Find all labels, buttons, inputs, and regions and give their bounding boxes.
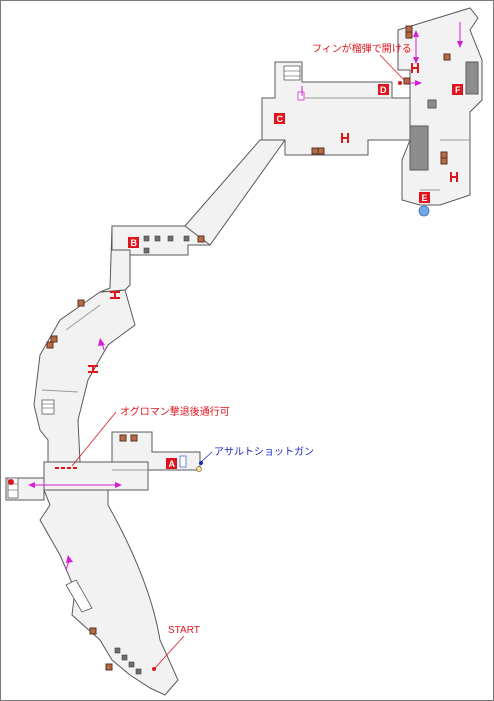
svg-text:F: F: [455, 85, 461, 95]
blue-circle-icon: [418, 205, 430, 217]
leader-line: [71, 411, 117, 467]
shutter-icon: [110, 291, 120, 299]
ladder-icon: [283, 65, 301, 81]
crate-icon: [405, 25, 413, 33]
crate-icon: [405, 31, 413, 39]
room-markers: A B C D E F: [128, 84, 463, 469]
shutter-icon: [450, 172, 458, 182]
shutter-icon: [341, 133, 349, 143]
item-dot-icon: [199, 461, 203, 465]
object-icon: [121, 654, 128, 661]
object-icon: [154, 235, 161, 242]
crate-icon: [311, 147, 319, 155]
crate-icon: [46, 341, 54, 349]
partition: [41, 389, 79, 393]
partition: [65, 304, 101, 331]
shutter-icon: [88, 365, 98, 373]
ladder-icon: [41, 399, 55, 415]
object-icon: [114, 647, 121, 654]
locker: [179, 455, 187, 468]
crate-icon: [119, 434, 127, 442]
crate-icon: [105, 663, 113, 671]
marker-e: E: [419, 192, 430, 203]
annotations: フィンが榴弾で開ける オグロマン撃退後通行可 アサルトショットガン START: [8, 42, 430, 671]
crate-icon: [50, 335, 58, 343]
junction-room: [43, 461, 149, 491]
crate-icon: [443, 53, 451, 61]
crate-icon: [197, 235, 205, 243]
svg-text:A: A: [169, 459, 176, 469]
object-icon: [143, 247, 150, 254]
wall-block: [465, 61, 479, 95]
leader-line: [379, 54, 405, 81]
locker: [297, 91, 305, 101]
object-icon: [167, 235, 174, 242]
item-ring-icon: [196, 466, 202, 472]
object-icon: [128, 661, 135, 668]
crate-icon: [130, 434, 138, 442]
red-dot-icon: [152, 667, 156, 671]
leader-line: [154, 635, 185, 669]
crate-icon: [317, 147, 325, 155]
crate-icon: [440, 151, 448, 159]
shutters: [55, 63, 458, 469]
shutter-icon: [411, 63, 419, 73]
object-icon: [135, 668, 142, 675]
marker-f: F: [452, 84, 463, 95]
svg-text:B: B: [131, 238, 138, 248]
wall-block: [409, 125, 429, 171]
crate-icon: [89, 627, 97, 635]
crate-icon: [440, 157, 448, 165]
object-icon: [183, 235, 190, 242]
red-dot-icon: [398, 81, 402, 85]
ladder-icon: [65, 579, 93, 613]
svg-text:E: E: [422, 193, 428, 203]
floor-plan: [5, 7, 483, 696]
start-corridor: [39, 489, 179, 696]
svg-text:C: C: [277, 114, 284, 124]
item-boxes: [46, 25, 451, 675]
crate-icon: [77, 299, 85, 307]
label-assault: アサルトショットガン: [214, 446, 314, 458]
svg-text:D: D: [380, 85, 387, 95]
marker-a: A: [166, 458, 177, 469]
marker-c: C: [274, 113, 285, 124]
marker-b: B: [128, 237, 139, 248]
label-fin: フィンが榴弾で開ける: [312, 42, 412, 55]
direction-arrows: [28, 22, 463, 571]
label-ogroman: オグロマン撃退後通行可: [120, 405, 230, 418]
leader-line: [200, 451, 213, 463]
marker-d: D: [378, 84, 389, 95]
red-dot-icon: [8, 479, 14, 485]
label-start: START: [168, 625, 200, 636]
wall-block: [427, 99, 437, 109]
object-icon: [143, 235, 150, 242]
crate-icon: [403, 77, 411, 85]
